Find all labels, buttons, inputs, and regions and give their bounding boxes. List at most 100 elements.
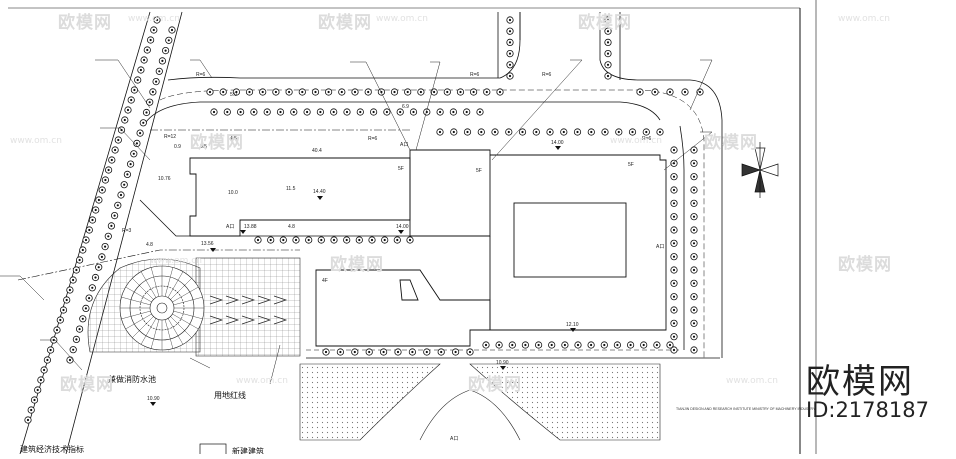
plaza-spoke (172, 313, 199, 330)
tree-trunk (261, 90, 264, 94)
tree-trunk (62, 308, 65, 312)
tree-trunk (524, 343, 527, 347)
tree-trunk (692, 295, 696, 298)
tree-trunk (78, 258, 81, 262)
tree-trunk (603, 343, 606, 347)
tree-trunk (548, 130, 552, 134)
tree-trunk (658, 130, 662, 134)
tree-trunk (117, 138, 120, 142)
tree-trunk (465, 110, 468, 114)
tree-trunk (97, 198, 101, 202)
tree-trunk (508, 74, 512, 78)
tree-trunk (692, 148, 696, 152)
watermark-url: www.om.cn (10, 136, 62, 146)
plaza-spoke (125, 286, 152, 303)
tree-trunk (353, 350, 356, 354)
tree-trunk (130, 98, 133, 102)
tree-trunk (266, 110, 269, 114)
leader-lines (0, 59, 713, 385)
tree-trunk (370, 238, 374, 242)
tree-trunk (653, 90, 657, 94)
watermark-brand: 欧模网 (190, 133, 244, 153)
tree-trunk (408, 238, 412, 242)
floor-label: 5F (398, 166, 404, 172)
watermark-url: www.om.cn (376, 14, 428, 24)
tree-trunk (88, 228, 91, 232)
fire-pool-label: 兼做消防水池 (108, 374, 156, 384)
tree-trunk (419, 90, 422, 94)
entrance-label: A口 (450, 436, 458, 442)
tree-trunk (672, 335, 676, 338)
tree-trunk (46, 358, 49, 362)
tree-trunk (274, 90, 277, 94)
tree-trunk (507, 130, 510, 134)
tree-trunk (314, 90, 317, 94)
elevation-label: 13.56 (201, 241, 214, 247)
tree-trunk (406, 90, 409, 94)
tree-trunk (368, 350, 371, 354)
dimension-label: R=6 (368, 136, 378, 142)
tree-trunk (668, 90, 672, 94)
tree-trunk (672, 348, 676, 352)
tree-trunk (692, 188, 696, 192)
tree-trunk (26, 418, 30, 422)
tree-trunk (692, 255, 696, 258)
tree-trunk (683, 90, 687, 94)
paved-plaza (195, 257, 301, 357)
tree-trunk (135, 142, 138, 145)
tree-trunk (212, 110, 216, 114)
watermark-url: www.om.cn (610, 136, 662, 146)
dimension-label: 11.5 (286, 186, 296, 192)
tree-trunk (324, 350, 328, 354)
tree-trunk (252, 110, 255, 114)
tree-trunk (438, 110, 442, 114)
tree-trunk (446, 90, 449, 94)
tree-trunk (113, 214, 116, 217)
tree-trunk (248, 90, 251, 94)
buildings (189, 149, 667, 347)
tree-trunk (672, 162, 676, 165)
tree-trunk (208, 90, 212, 94)
tree-trunk (692, 282, 696, 285)
tree-trunk (508, 52, 512, 55)
tree-trunk (305, 110, 309, 114)
tree-trunk (104, 178, 107, 182)
tree-trunk (606, 74, 610, 78)
tree-trunk (672, 188, 676, 192)
tree-trunk (332, 110, 335, 114)
tree-trunk (142, 121, 145, 124)
tree-trunk (645, 130, 648, 134)
watermark-brand: 欧模网 (578, 13, 632, 33)
tree-trunk (692, 335, 696, 338)
tree-trunk (301, 90, 304, 94)
tree-trunk (104, 245, 107, 248)
tree-trunk (345, 238, 348, 242)
tree-trunk (563, 343, 567, 347)
tree-trunk (97, 266, 100, 269)
watermark-brand: 欧模网 (468, 375, 522, 395)
plaza-spoke (132, 278, 154, 300)
tree-trunk (393, 90, 396, 94)
tree-trunk (123, 183, 126, 186)
tree-trunk (107, 235, 110, 238)
tree-trunk (493, 130, 497, 134)
tree-trunk (484, 343, 488, 347)
tree-trunk (39, 378, 43, 382)
tree-trunk (81, 248, 84, 252)
entrance-labels: A口 A口 A口 A口 (226, 142, 664, 442)
dimension-label: 5.0 (230, 92, 237, 98)
elevation-label: 13.88 (244, 224, 257, 230)
tree-trunk (49, 348, 52, 352)
plaza-spoke (140, 318, 157, 345)
tree-trunk (155, 80, 158, 83)
tree-trunk (672, 228, 676, 232)
tree-trunk (440, 350, 443, 354)
tree-trunk (152, 28, 155, 32)
elevation-label: 12.10 (566, 322, 579, 328)
tree-trunk (452, 110, 455, 114)
tree-trunk (114, 148, 117, 152)
tree-trunk (606, 52, 610, 55)
plaza-spoke (170, 316, 192, 338)
tree-trunk (672, 215, 676, 218)
tree-trunk (535, 130, 538, 134)
